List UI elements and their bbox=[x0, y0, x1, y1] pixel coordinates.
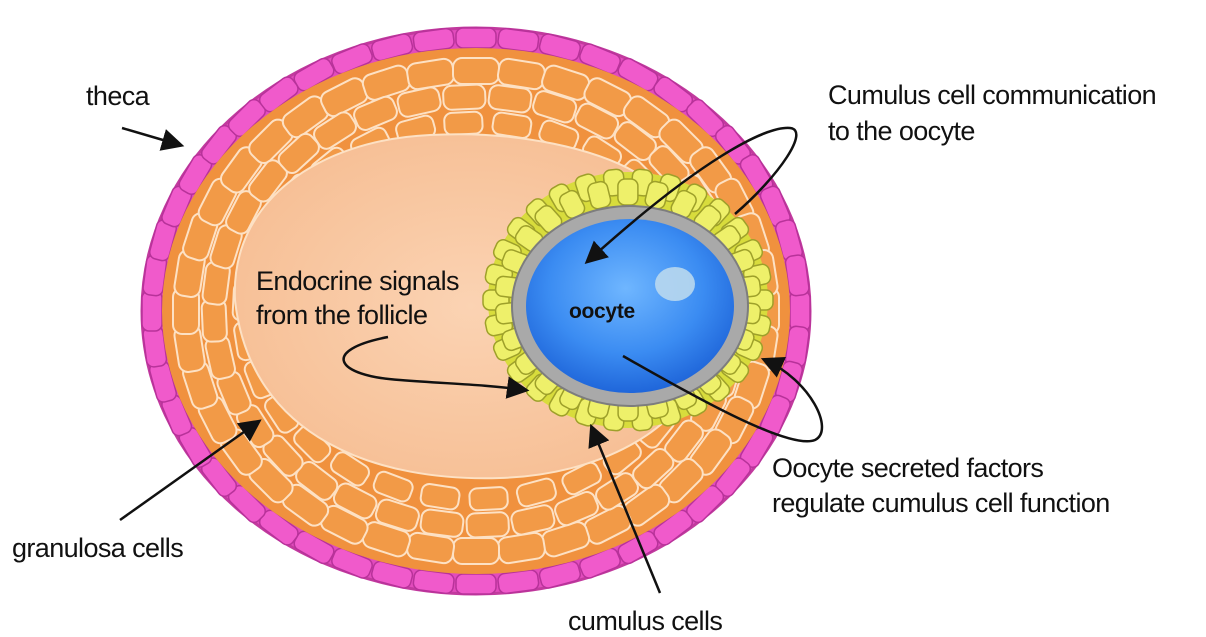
granulosa-cell bbox=[453, 58, 499, 84]
oocyte-secreted-label-line-1: Oocyte secreted factors bbox=[772, 453, 1043, 483]
oocyte-secreted-label-line-2: regulate cumulus cell function bbox=[772, 488, 1110, 518]
granulosa-cell bbox=[201, 299, 227, 342]
endocrine-label-line-1: Endocrine signals bbox=[256, 266, 459, 296]
theca-cell bbox=[456, 574, 496, 594]
endocrine-label-line-2: from the follicle bbox=[256, 300, 427, 330]
cumulus-comm-label-line-2: to the oocyte bbox=[828, 116, 975, 146]
granulosa-cell bbox=[444, 111, 483, 135]
theca-cell bbox=[456, 28, 496, 48]
oocyte-label: oocyte bbox=[569, 300, 635, 323]
granulosa-cell bbox=[443, 84, 486, 110]
granulosa-label: granulosa cells bbox=[12, 533, 183, 563]
theca-cell bbox=[790, 291, 810, 331]
theca-arrow bbox=[122, 128, 180, 145]
granulosa-cell bbox=[420, 509, 465, 538]
theca-label: theca bbox=[86, 81, 151, 111]
granulosa-cell bbox=[469, 487, 508, 511]
cumulus-cell bbox=[618, 179, 638, 205]
theca-cell bbox=[142, 291, 162, 331]
cumulus-comm-label-line-1: Cumulus cell communication bbox=[828, 80, 1156, 110]
granulosa-cell bbox=[453, 538, 499, 564]
granulosa-cell bbox=[488, 84, 533, 113]
granulosa-cell bbox=[420, 483, 461, 511]
oocyte-nucleus bbox=[655, 267, 695, 301]
granulosa-cell bbox=[466, 512, 509, 538]
cumulus-label: cumulus cells bbox=[568, 606, 722, 636]
